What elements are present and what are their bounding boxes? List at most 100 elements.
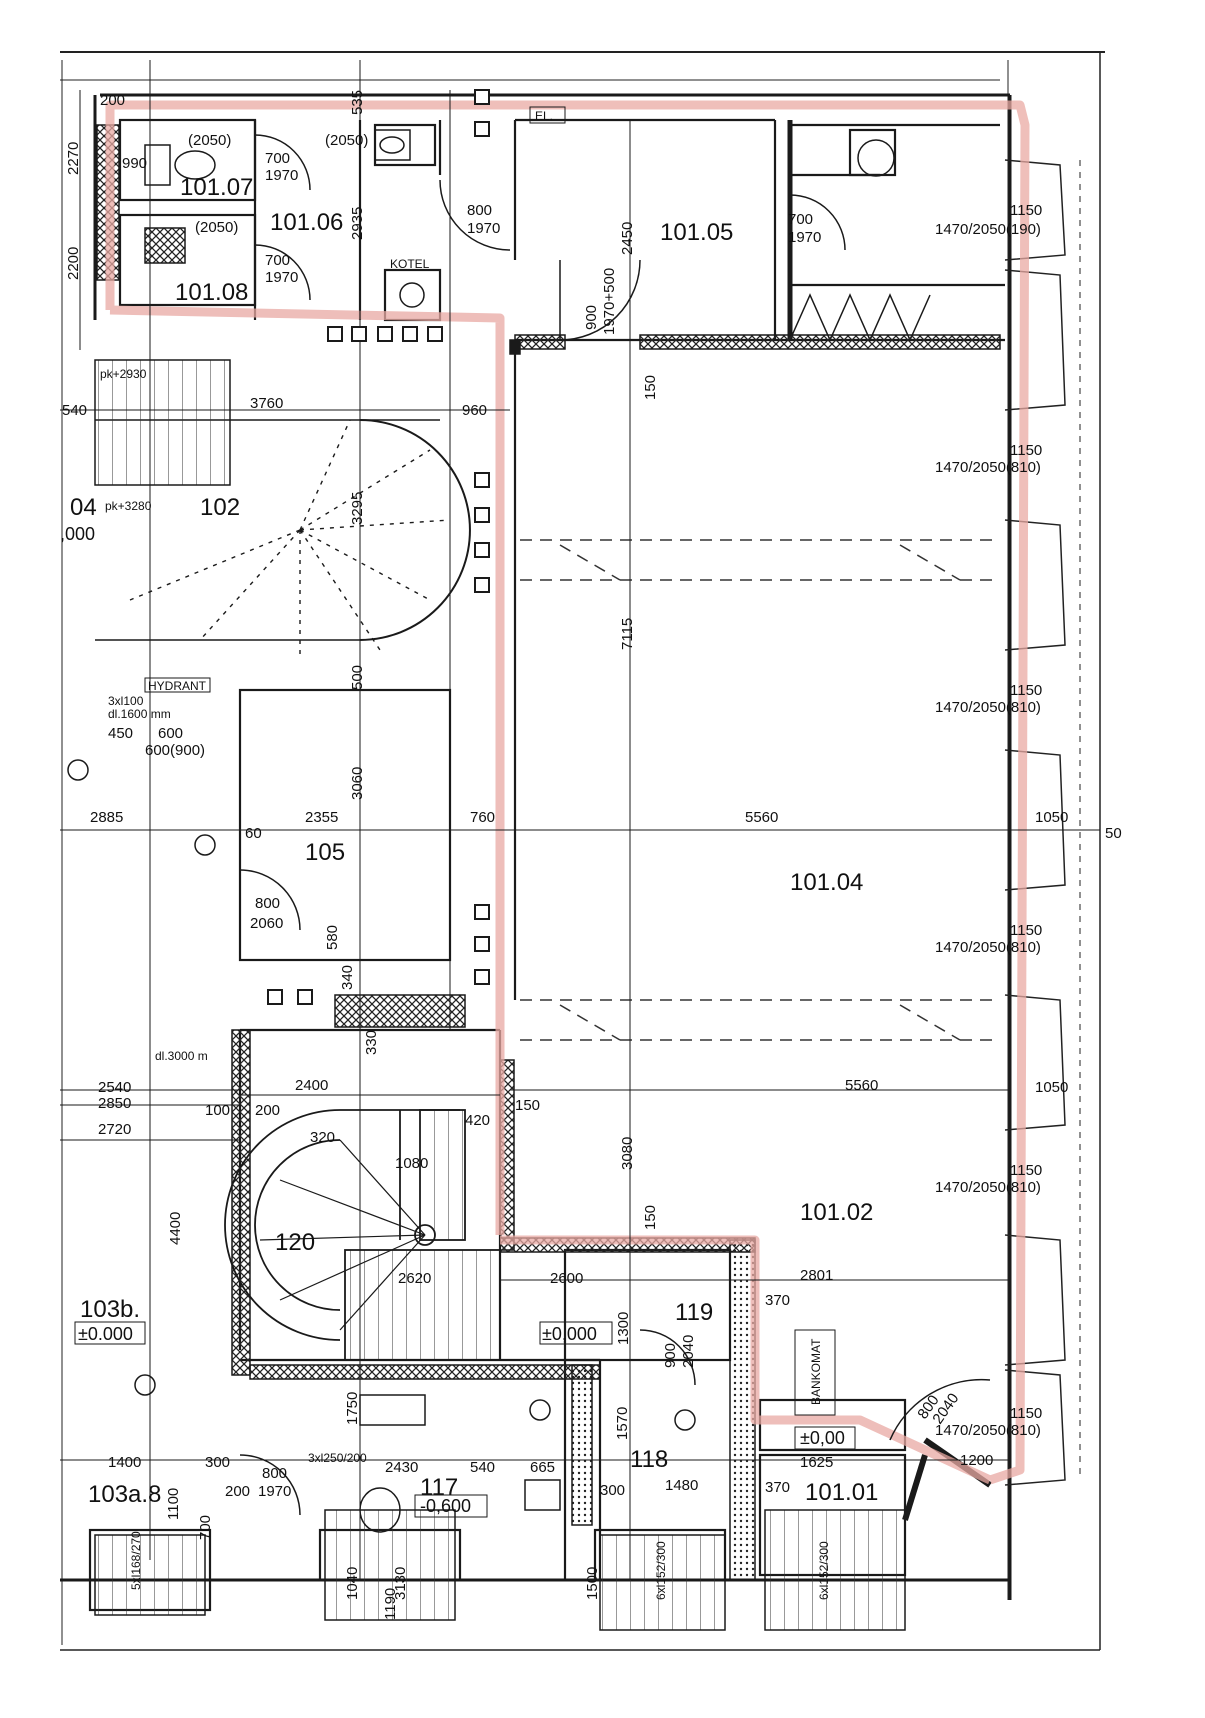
dim-1470b: 1470/2050(810) [935,459,1041,476]
dimension-lines [60,60,1100,1580]
dim-100: 100 [205,1102,230,1119]
dim-3060: 3060 [349,767,366,800]
dim-960: 960 [462,402,487,419]
dim-1080: 1080 [395,1155,428,1172]
dim-1150e: 1150 [1010,1162,1042,1179]
dim-420: 420 [465,1112,490,1129]
dim-540b: 540 [470,1459,495,1476]
dimension-texts: 200 535 (2050) (2050) (2050) 700 1970 70… [62,90,1122,1620]
room-label-101-08: 101.08 [175,279,248,306]
dim-300b: 300 [600,1482,625,1499]
dim-1150b: 1150 [1010,442,1042,459]
dim-2620: 2620 [398,1270,431,1287]
dim-580: 580 [324,925,341,950]
level-104: ,000 [60,524,95,544]
dim-1470f: 1470/2050(810) [935,1422,1041,1439]
dim-1200: 1200 [960,1452,993,1469]
dim-500: 500 [349,665,366,690]
dim-150c: 150 [642,1205,659,1230]
dim-535: 535 [349,90,366,115]
label-bankomat: BANKOMAT [809,1338,823,1405]
toilet-icon [144,144,216,186]
room-label-101-01: 101.01 [805,1479,878,1506]
label-stair3: 6xl152/300 [817,1541,831,1600]
level-117: -0,600 [420,1496,471,1516]
dim-1480: 1480 [665,1477,698,1494]
dim-700a: 700 [265,150,290,167]
dim-1190: 1190 [382,1588,399,1620]
door-swings [239,134,991,1516]
dim-1050a: 1050 [1035,809,1068,826]
dim-1050b: 1050 [1035,1079,1068,1096]
bay-windows [1004,159,1081,1486]
dim-1150c: 1150 [1010,682,1042,699]
equipment-tags: EL. KOTEL HYDRANT 3xl100 dl.1600 mm dl.3… [100,106,836,1600]
dim-1970a: 1970 [265,167,298,184]
washbasin-icon [857,139,895,177]
dim-2270: 2270 [65,142,82,175]
dashed-beams [520,539,1000,1041]
dim-1470c: 1470/2050(810) [935,699,1041,716]
toilet-117-icon [359,1487,401,1533]
dim-800b: 800 [255,895,280,912]
dim-5560a: 5560 [745,809,778,826]
dim-150b: 150 [515,1097,540,1114]
dim-760: 760 [470,809,495,826]
dim-1470a: 1470/2050(190) [935,221,1041,238]
label-dl3000: dl.3000 m [155,1049,208,1063]
level-markers: ±0.000 ±0,000 -0,600 ±0,00 ,000 [60,524,856,1518]
dim-300a: 300 [205,1454,230,1471]
stair-102 [94,359,471,660]
dim-2200: 2200 [65,247,82,280]
dim-2430: 2430 [385,1459,418,1476]
dim-800a: 800 [467,202,492,219]
dim-540: 540 [62,402,87,419]
label-pk2930: pk+2930 [100,367,147,381]
dim-320: 320 [310,1129,335,1146]
dim-1570: 1570 [614,1407,631,1440]
dim-7115: 7115 [619,618,636,650]
dim-900b: 900 [662,1343,679,1368]
room-label-119: 119 [675,1299,713,1326]
dim-3080: 3080 [619,1137,636,1170]
dim-2540: 2540 [98,1079,131,1096]
room-label-104: 04 [70,494,97,521]
level-101-01: ±0,00 [800,1428,845,1448]
label-hydrant-spec: 3xl100 [108,694,144,708]
room-label-118: 118 [630,1446,668,1473]
dim-50: 50 [1105,825,1122,842]
dim-990: 990 [122,155,147,172]
label-stair1: 5xl168/270 [129,1531,143,1590]
room-label-103b: 103b. [80,1296,140,1323]
room-label-105: 105 [305,839,345,866]
dim-2050b: (2050) [325,132,368,149]
stair-120 [224,1109,501,1361]
dim-340: 340 [339,965,356,990]
dim-2355: 2355 [305,809,338,826]
room-label-103a: 103a.8 [88,1481,161,1508]
dim-2050a: (2050) [188,132,231,149]
dim-700b: 700 [265,252,290,269]
sink-icon [374,129,411,161]
dim-700d: 700 [197,1515,214,1540]
dim-2850: 2850 [98,1095,131,1112]
dim-370a: 370 [765,1292,790,1309]
dim-700c: 700 [788,211,813,228]
dim-60: 60 [245,825,262,842]
dim-2801: 2801 [800,1267,833,1284]
dim-200c: 200 [225,1483,250,1500]
dim-1970f: 1970 [258,1483,291,1500]
label-stair4: 3xl250/200 [308,1451,367,1465]
room-label-120: 120 [275,1229,315,1256]
dim-3130: 3130 [392,1567,409,1600]
dim-1500: 1500 [584,1567,601,1600]
dim-1150f: 1150 [1010,1405,1042,1422]
dim-3295: 3295 [349,492,366,525]
dim-1400: 1400 [108,1454,141,1471]
dim-1970e: 1970+500 [601,268,618,335]
label-hydrant-spec2: dl.1600 mm [108,707,171,721]
level-103b: ±0.000 [78,1324,133,1344]
columns [267,89,490,1005]
dim-2935: 2935 [349,207,366,240]
